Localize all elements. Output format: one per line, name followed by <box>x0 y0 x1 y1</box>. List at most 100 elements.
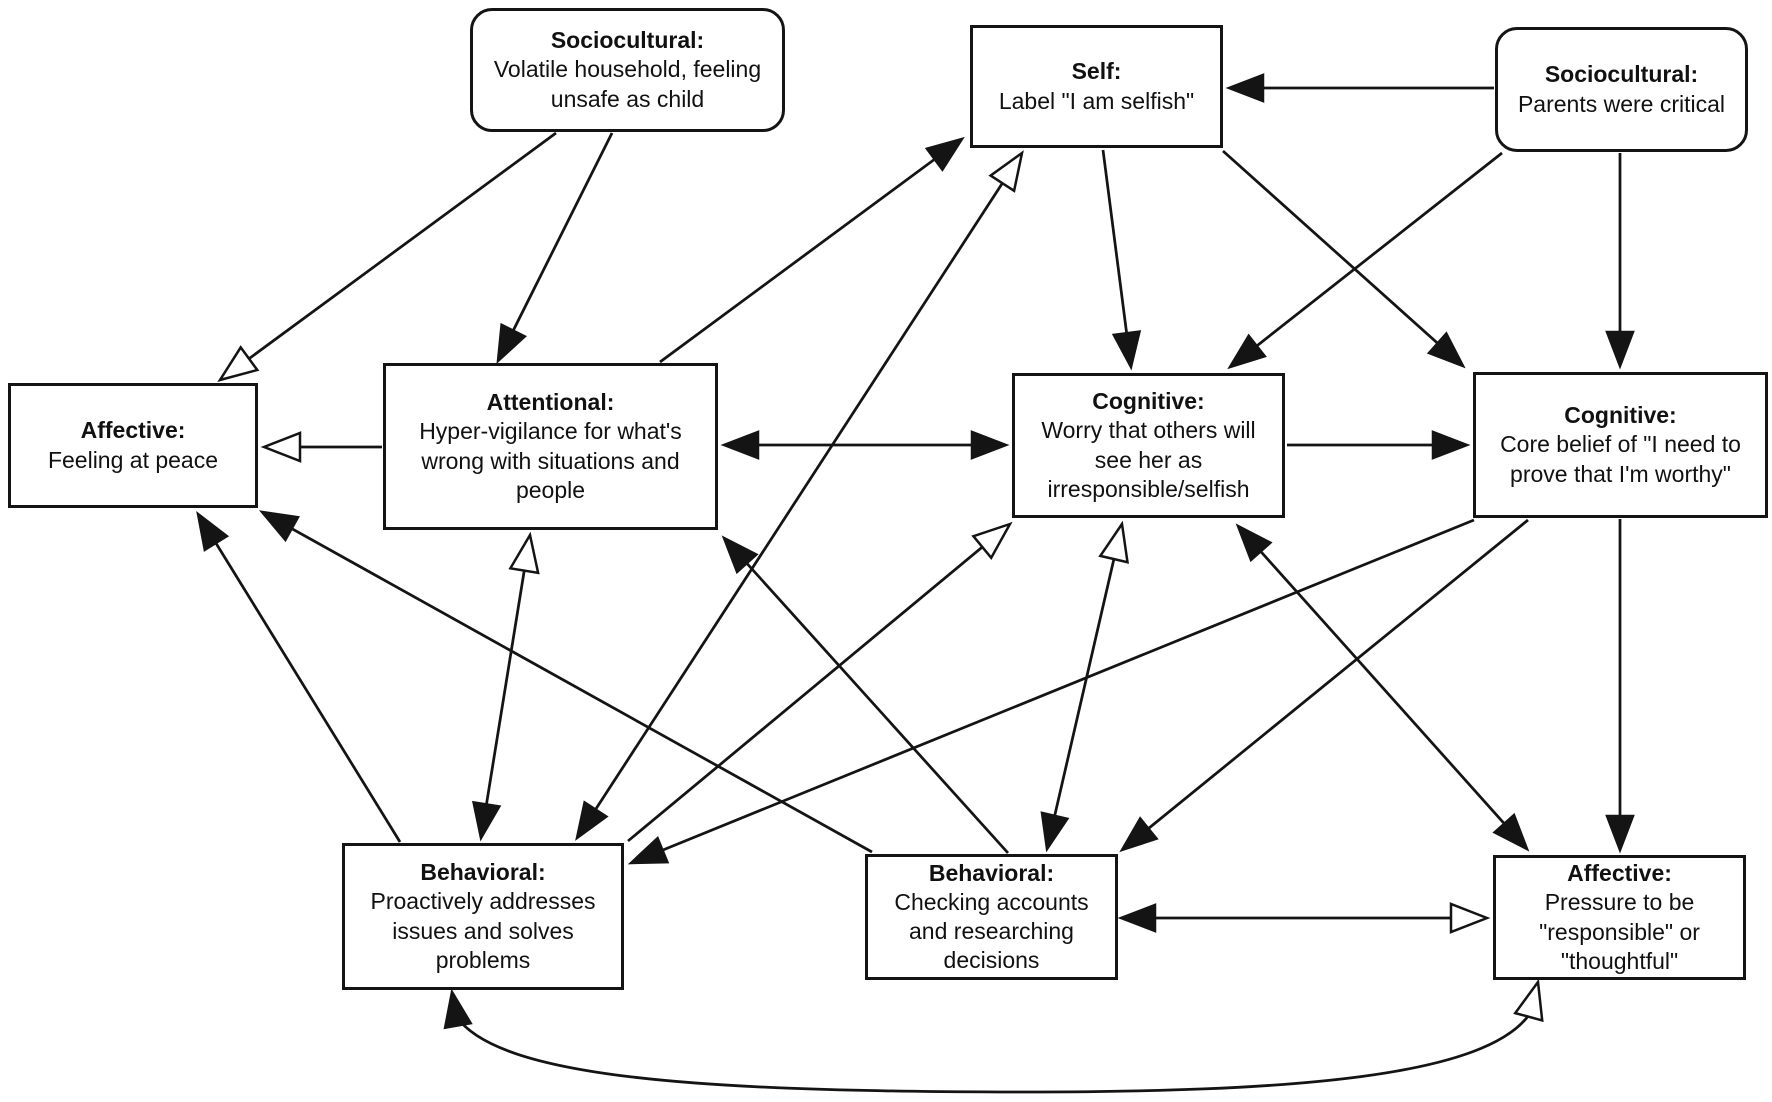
open-arrowhead <box>988 150 1024 193</box>
edge-line <box>499 132 614 357</box>
affective-pressure-text-line: Pressure to be <box>1544 889 1695 916</box>
edge-sociocultural-parents-to-cognitive-core <box>1605 153 1635 370</box>
open-arrowhead <box>217 345 260 383</box>
filled-arrowhead <box>1605 330 1635 370</box>
edge-attentional-to-cognitive-worry <box>720 430 1010 460</box>
edge-cognitive-worry-to-cognitive-core <box>1287 430 1471 460</box>
edge-line <box>1222 149 1460 364</box>
edge-attentional-to-affective-peace <box>260 431 382 463</box>
edge-behavioral-checking-to-affective-pressure <box>1117 902 1491 934</box>
affective-pressure-title: Affective: <box>1567 860 1672 887</box>
filled-arrowhead <box>720 430 760 460</box>
edge-cognitive-core-to-behavioral-proactive <box>627 518 1475 865</box>
filled-arrowhead <box>1111 330 1142 371</box>
behavioral-checking-text-line: decisions <box>943 947 1040 974</box>
cognitive-core-text-line: prove that I'm worthy" <box>1510 460 1731 487</box>
edge-cognitive-worry-to-behavioral-checking <box>1040 520 1129 853</box>
node-affective-pressure: Affective:Pressure to be"responsible" or… <box>1493 855 1746 980</box>
open-arrowhead <box>971 521 1013 561</box>
filled-arrowhead <box>196 511 230 552</box>
filled-arrowhead <box>721 535 759 575</box>
filled-arrowhead <box>1040 811 1070 853</box>
filled-arrowhead <box>970 430 1010 460</box>
edge-line <box>636 518 1475 863</box>
edge-line <box>726 541 1010 854</box>
edge-cognitive-core-to-affective-pressure <box>1605 519 1635 854</box>
open-arrowhead <box>1098 520 1129 564</box>
filled-arrowhead <box>1117 903 1157 933</box>
edge-line <box>1101 149 1132 362</box>
behavioral-proactive-text-line: problems <box>435 946 531 973</box>
edge-behavioral-checking-to-attentional <box>721 535 1010 854</box>
behavioral-checking-text-line: and researching <box>909 918 1074 944</box>
edge-cognitive-worry-to-affective-pressure <box>1235 523 1530 852</box>
open-arrowhead <box>1513 978 1544 1023</box>
cognitive-worry-text-line: Worry that others will <box>1041 417 1256 444</box>
filled-arrowhead <box>1426 331 1466 369</box>
edge-behavioral-proactive-to-cognitive-worry <box>627 521 1013 843</box>
filled-arrowhead <box>1227 333 1267 370</box>
edge-sociocultural-parents-to-self <box>1225 73 1494 103</box>
edge-behavioral-proactive-to-affective-peace <box>196 511 402 843</box>
node-behavioral-checking: Behavioral:Checking accounts and research… <box>865 854 1118 980</box>
edge-line <box>266 513 873 854</box>
affective-pressure-text-line: "responsible" or <box>1539 918 1700 945</box>
node-affective-peace: Affective:Feeling at peace <box>8 383 258 508</box>
filled-arrowhead <box>1605 814 1635 854</box>
edge-self-to-behavioral-proactive <box>575 150 1024 841</box>
sociocultural-parents-text-line: Parents were critical <box>1517 90 1726 117</box>
edge-line <box>1047 552 1117 844</box>
sociocultural-parents-title: Sociocultural: <box>1544 61 1699 88</box>
node-sociocultural-parents: Sociocultural:Parents were critical <box>1495 27 1748 152</box>
edge-line <box>659 141 958 364</box>
edge-sociocultural-volatile-to-affective-peace <box>217 131 557 383</box>
attentional-text-line: Hyper-vigilance for what's <box>419 418 682 445</box>
behavioral-checking-text-line: Checking accounts <box>894 888 1089 915</box>
self-text-line: Label "I am selfish" <box>998 87 1195 114</box>
self-title: Self: <box>1071 58 1122 85</box>
filled-arrowhead <box>924 136 965 172</box>
sociocultural-volatile-text-line: Volatile household, feeling <box>493 56 762 83</box>
edge-attentional-to-self <box>659 136 965 364</box>
attentional-text-line: people <box>515 476 586 503</box>
sociocultural-volatile-title: Sociocultural: <box>550 27 705 54</box>
affective-peace-text-line: Feeling at peace <box>47 446 219 473</box>
behavioral-proactive-text-line: Proactively addresses <box>370 888 596 915</box>
filled-arrowhead <box>1119 816 1159 853</box>
affective-peace-title: Affective: <box>80 417 186 444</box>
filled-arrowhead <box>472 800 502 842</box>
node-sociocultural-volatile: Sociocultural:Volatile household, feelin… <box>470 8 785 132</box>
behavioral-proactive-text-line: issues and solves <box>392 917 574 944</box>
cognitive-core-text-line: Core belief of "I need to <box>1500 431 1741 458</box>
cognitive-worry-text-line: see her as <box>1094 446 1203 473</box>
edge-sociocultural-volatile-to-attentional <box>496 132 614 365</box>
edge-line <box>579 177 1007 834</box>
edge-sociocultural-parents-to-cognitive-worry <box>1227 151 1503 370</box>
affective-pressure-text-line: "thoughtful" <box>1560 947 1679 974</box>
behavioral-proactive-title: Behavioral: <box>420 859 546 886</box>
edge-line <box>243 131 557 364</box>
cognitive-worry-text-line: irresponsible/selfish <box>1047 475 1250 502</box>
attentional-title: Attentional: <box>486 389 615 416</box>
open-arrowhead <box>260 431 302 463</box>
sociocultural-volatile-text-line: unsafe as child <box>550 85 705 112</box>
edge-line <box>627 542 988 843</box>
edge-self-to-cognitive-worry <box>1101 149 1142 371</box>
edge-line <box>1233 151 1503 365</box>
behavioral-checking-title: Behavioral: <box>928 859 1055 886</box>
cognitive-worry-title: Cognitive: <box>1092 388 1205 415</box>
filled-arrowhead <box>1431 430 1471 460</box>
edge-attentional-to-behavioral-proactive <box>472 531 540 842</box>
cognitive-core-title: Cognitive: <box>1564 402 1677 429</box>
node-self: Self:Label "I am selfish" <box>970 25 1223 148</box>
filled-arrowhead <box>627 835 670 865</box>
edge-affective-pressure-to-behavioral-proactive <box>443 978 1544 1094</box>
filled-arrowhead <box>258 510 300 543</box>
attentional-text-line: wrong with situations and <box>421 447 680 474</box>
filled-arrowhead <box>1235 523 1273 563</box>
